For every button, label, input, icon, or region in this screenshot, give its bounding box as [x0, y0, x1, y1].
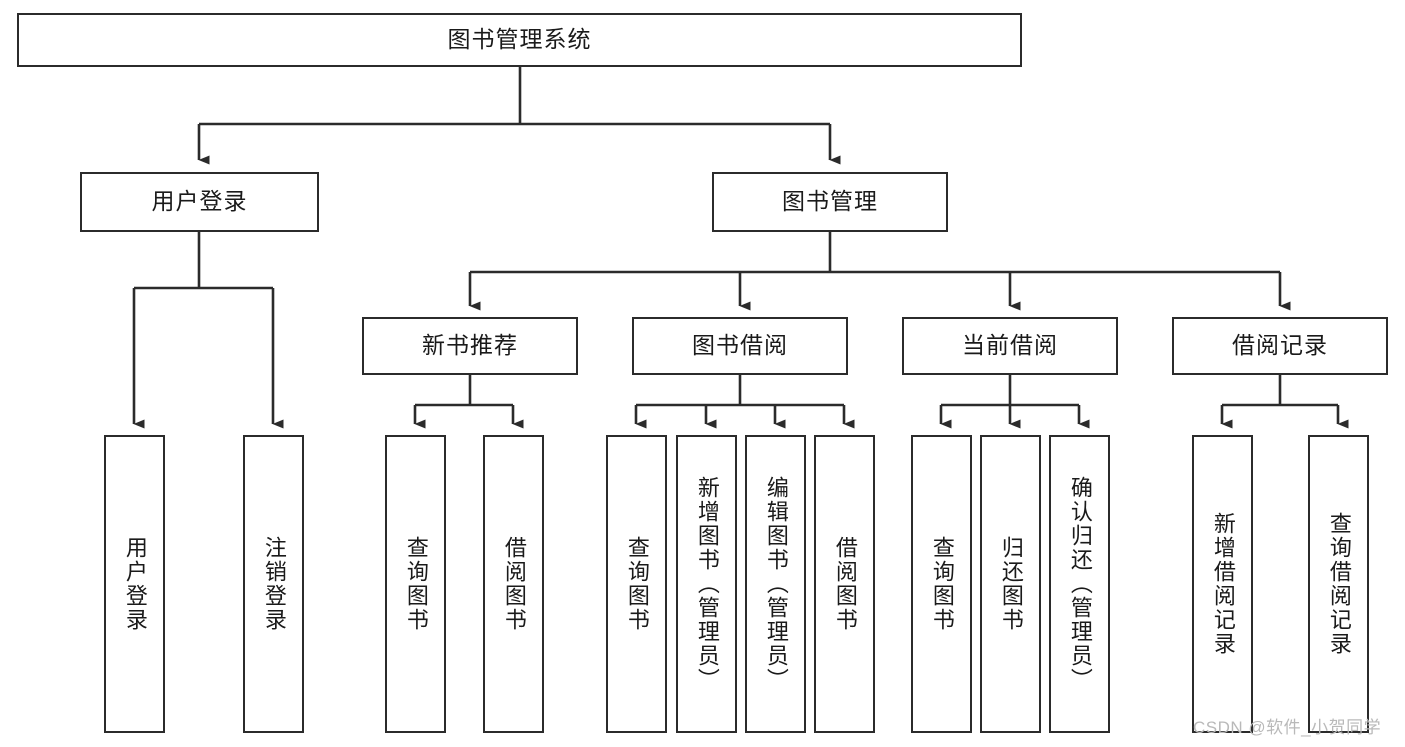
- node-label: 查询图书: [624, 536, 650, 632]
- node-current-borrow[interactable]: 当前借阅: [902, 317, 1118, 375]
- leaf-record-add-record[interactable]: 新增借阅记录: [1192, 435, 1253, 733]
- node-book-management[interactable]: 图书管理: [712, 172, 948, 232]
- node-new-book-recommend[interactable]: 新书推荐: [362, 317, 578, 375]
- node-label: 借阅图书: [501, 536, 527, 632]
- node-label: 新增图书（管理员）: [694, 476, 720, 692]
- node-label: 新书推荐: [422, 332, 518, 359]
- leaf-current-confirm-return-admin[interactable]: 确认归还（管理员）: [1049, 435, 1110, 733]
- leaf-record-query-record[interactable]: 查询借阅记录: [1308, 435, 1369, 733]
- node-label: 归还图书: [998, 536, 1024, 632]
- node-label: 注销登录: [261, 536, 287, 632]
- node-label: 借阅记录: [1232, 332, 1328, 359]
- node-label: 图书管理系统: [447, 26, 592, 53]
- node-label: 查询图书: [403, 536, 429, 632]
- node-label: 当前借阅: [962, 332, 1058, 359]
- leaf-borrow-borrow-book[interactable]: 借阅图书: [814, 435, 875, 733]
- node-label: 新增借阅记录: [1210, 512, 1236, 656]
- leaf-current-return-book[interactable]: 归还图书: [980, 435, 1041, 733]
- node-label: 用户登录: [122, 536, 148, 632]
- leaf-user-login[interactable]: 用户登录: [104, 435, 165, 733]
- node-book-borrow[interactable]: 图书借阅: [632, 317, 848, 375]
- node-label: 查询借阅记录: [1326, 512, 1352, 656]
- node-label: 编辑图书（管理员）: [763, 476, 789, 692]
- node-label: 用户登录: [151, 188, 248, 215]
- leaf-newbook-borrow-book[interactable]: 借阅图书: [483, 435, 544, 733]
- leaf-newbook-query-book[interactable]: 查询图书: [385, 435, 446, 733]
- node-user-login[interactable]: 用户登录: [80, 172, 319, 232]
- csdn-watermark: CSDN @软件_小贺同学: [1193, 718, 1382, 737]
- leaf-current-query-book[interactable]: 查询图书: [911, 435, 972, 733]
- node-label: 图书借阅: [692, 332, 788, 359]
- leaf-borrow-add-book-admin[interactable]: 新增图书（管理员）: [676, 435, 737, 733]
- node-label: 图书管理: [782, 188, 878, 215]
- leaf-user-logout[interactable]: 注销登录: [243, 435, 304, 733]
- node-label: 借阅图书: [832, 536, 858, 632]
- leaf-borrow-query-book[interactable]: 查询图书: [606, 435, 667, 733]
- node-label: 确认归还（管理员）: [1067, 476, 1093, 692]
- node-label: 查询图书: [929, 536, 955, 632]
- node-root-system[interactable]: 图书管理系统: [17, 13, 1022, 67]
- leaf-borrow-edit-book-admin[interactable]: 编辑图书（管理员）: [745, 435, 806, 733]
- node-borrow-record[interactable]: 借阅记录: [1172, 317, 1388, 375]
